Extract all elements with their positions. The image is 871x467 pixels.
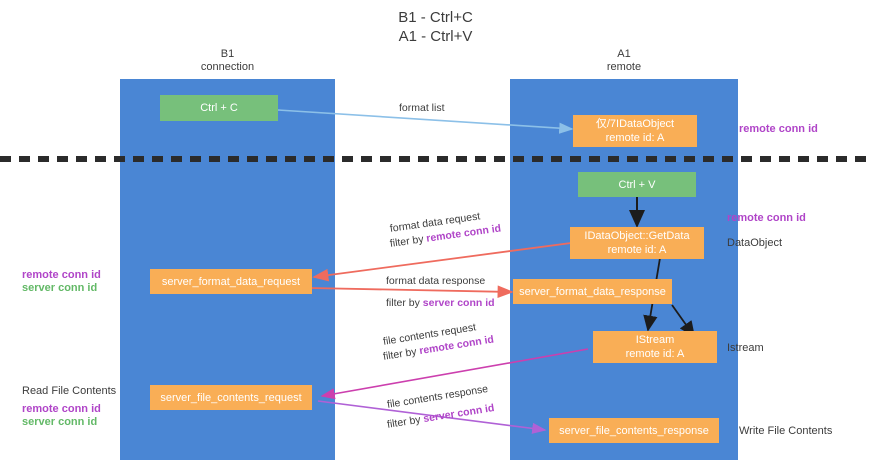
- box-server-file-contents-request-label: server_file_contents_request: [160, 391, 302, 404]
- box-server-format-data-response[interactable]: server_format_data_response: [513, 279, 672, 304]
- edge-label-file-contents-request: file contents request filter by remote c…: [382, 321, 495, 364]
- arrow-response-to-istream: [671, 304, 696, 338]
- box-ctrl-v-label: Ctrl + V: [618, 178, 656, 191]
- arrow-file-contents-request: [320, 348, 589, 400]
- edge-label-format-data-response: format data response filter by server co…: [386, 274, 495, 310]
- box-server-format-data-response-label: server_format_data_response: [519, 285, 666, 298]
- phase-divider: [0, 156, 871, 162]
- box-ctrl-v[interactable]: Ctrl + V: [578, 172, 696, 197]
- box-getdata-line1: IDataObject::GetData: [584, 230, 690, 242]
- box-server-file-contents-request[interactable]: server_file_contents_request: [150, 385, 312, 410]
- column-header-a1: A1 remote: [510, 48, 738, 74]
- filter-key-server-conn-id: server conn id: [422, 402, 496, 426]
- edge-label-format-data-request: format data request filter by remote con…: [389, 210, 502, 251]
- filter-prefix: filter by: [386, 297, 423, 309]
- column-header-b1-name: B1: [220, 48, 235, 60]
- box-server-file-contents-response[interactable]: server_file_contents_response: [549, 418, 719, 443]
- title-line-2: A1 - Ctrl+V: [398, 28, 473, 45]
- edge-label-format-data-response-line2: filter by server conn id: [386, 296, 495, 310]
- filter-prefix: filter by: [386, 413, 425, 431]
- edge-label-file-contents-response: file contents response filter by server …: [386, 383, 496, 432]
- annotation-left-remote-conn-id-mid: remote conn id: [22, 269, 101, 281]
- arrow-format-list: [277, 109, 574, 134]
- column-header-b1-sub: connection: [200, 61, 255, 73]
- annotation-right-istream: Istream: [727, 342, 764, 354]
- box-ctrl-c[interactable]: Ctrl + C: [160, 95, 278, 121]
- annotation-right-remote-conn-id-top: remote conn id: [739, 123, 818, 135]
- column-header-a1-name: A1: [617, 48, 631, 60]
- box-idataobject-line2: remote id: A: [605, 132, 665, 144]
- box-idataobject-line1: 仅/7IDataObject: [595, 118, 675, 130]
- column-header-b1: B1 connection: [120, 48, 335, 74]
- box-server-file-contents-response-label: server_file_contents_response: [559, 424, 709, 437]
- filter-key-server-conn-id: server conn id: [422, 297, 495, 309]
- title-line-1: B1 - Ctrl+C: [398, 9, 473, 26]
- arrow-format-data-request: [312, 242, 572, 282]
- annotation-right-remote-conn-id-mid: remote conn id: [727, 212, 806, 224]
- annotation-left-server-conn-id-bottom: server conn id: [22, 416, 98, 428]
- box-server-format-data-request-label: server_format_data_request: [161, 275, 301, 288]
- box-istream[interactable]: IStream remote id: A: [593, 331, 717, 363]
- filter-prefix: filter by: [389, 232, 428, 250]
- diagram-title: B1 - Ctrl+C A1 - Ctrl+V: [0, 8, 871, 46]
- column-header-a1-sub: remote: [606, 61, 642, 73]
- arrow-file-contents-response: [317, 400, 547, 434]
- edge-label-format-data-response-line1: format data response: [386, 275, 486, 287]
- box-getdata-line2: remote id: A: [607, 244, 667, 256]
- box-server-format-data-request[interactable]: server_format_data_request: [150, 269, 312, 294]
- box-idataobject[interactable]: 仅/7IDataObject remote id: A: [573, 115, 697, 147]
- arrow-format-data-response: [309, 285, 514, 299]
- box-ctrl-c-label: Ctrl + C: [200, 102, 238, 114]
- box-istream-line1: IStream: [635, 334, 675, 346]
- annotation-right-write-file-contents: Write File Contents: [739, 425, 833, 437]
- box-idataobject-getdata[interactable]: IDataObject::GetData remote id: A: [570, 227, 704, 259]
- edge-label-format-list: format list: [399, 102, 445, 114]
- annotation-right-dataobject: DataObject: [727, 237, 783, 249]
- annotation-left-server-conn-id-mid: server conn id: [22, 282, 98, 294]
- box-istream-line2: remote id: A: [625, 348, 685, 360]
- annotation-left-read-file-contents: Read File Contents: [22, 385, 117, 397]
- annotation-left-remote-conn-id-bottom: remote conn id: [22, 403, 101, 415]
